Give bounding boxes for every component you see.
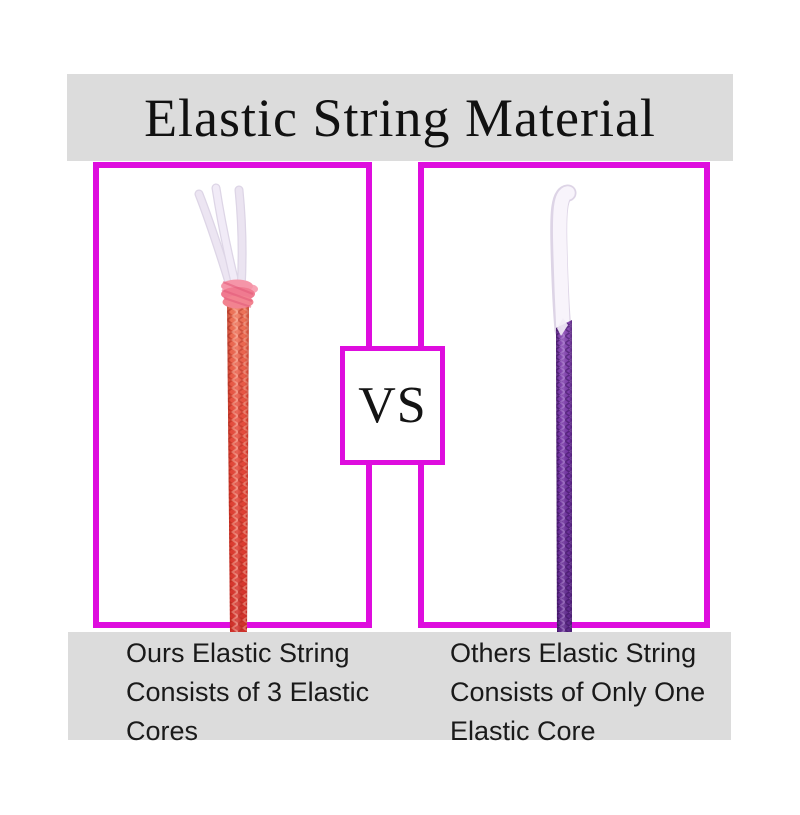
purple-string-image — [550, 184, 577, 632]
caption-panel: Ours Elastic String Consists of 3 Elasti… — [68, 632, 731, 746]
left-caption: Ours Elastic String Consists of 3 Elasti… — [126, 634, 369, 751]
single-elastic-core — [550, 184, 577, 339]
three-elastic-cores — [194, 183, 247, 297]
caption-line: Others Elastic String — [450, 638, 697, 668]
caption-line: Cores — [126, 716, 199, 746]
pink-knot — [221, 279, 258, 309]
red-string-image — [194, 183, 258, 632]
vs-badge: VS — [340, 346, 445, 465]
title-banner: Elastic String Material — [67, 74, 733, 161]
red-rope-body — [227, 300, 249, 632]
caption-line: Consists of 3 Elastic — [126, 677, 370, 707]
caption-line: Ours Elastic String — [126, 638, 350, 668]
page-title: Elastic String Material — [144, 87, 656, 148]
purple-rope-body — [556, 318, 572, 632]
right-caption: Others Elastic String Consists of Only O… — [450, 634, 705, 751]
vs-label: VS — [358, 377, 427, 434]
caption-line: Elastic Core — [450, 716, 596, 746]
caption-line: Consists of Only One — [450, 677, 706, 707]
